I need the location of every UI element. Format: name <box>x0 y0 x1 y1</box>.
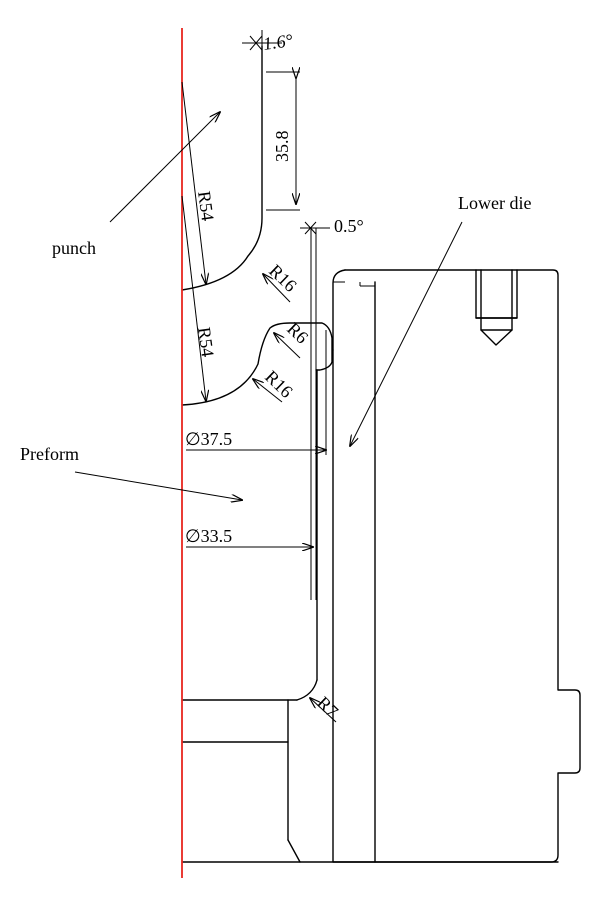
lower-die-label: Lower die <box>458 193 531 213</box>
workpiece-upper-profile <box>181 322 333 701</box>
lower-die-outline <box>332 269 581 863</box>
r7-label: R7 <box>313 692 342 721</box>
dimension-lines <box>186 35 330 547</box>
r16-upper-label: R16 <box>265 260 300 295</box>
taper-lines <box>310 228 327 600</box>
angle-top-label: 1.6° <box>262 30 294 54</box>
r16-lower-label: R16 <box>261 366 296 401</box>
r54-upper-label: R54 <box>194 190 218 223</box>
punch-label: punch <box>52 238 96 258</box>
dia-inner-label: ∅33.5 <box>185 526 232 546</box>
leader-lines <box>74 81 463 723</box>
r54-lower-label: R54 <box>194 326 218 359</box>
angle-side-label: 0.5° <box>334 216 364 236</box>
punch-outline <box>181 30 263 291</box>
dia-outer-label: ∅37.5 <box>185 429 232 449</box>
preform-label: Preform <box>20 444 79 464</box>
height-label: 35.8 <box>272 131 292 163</box>
bottom-section <box>181 699 559 863</box>
